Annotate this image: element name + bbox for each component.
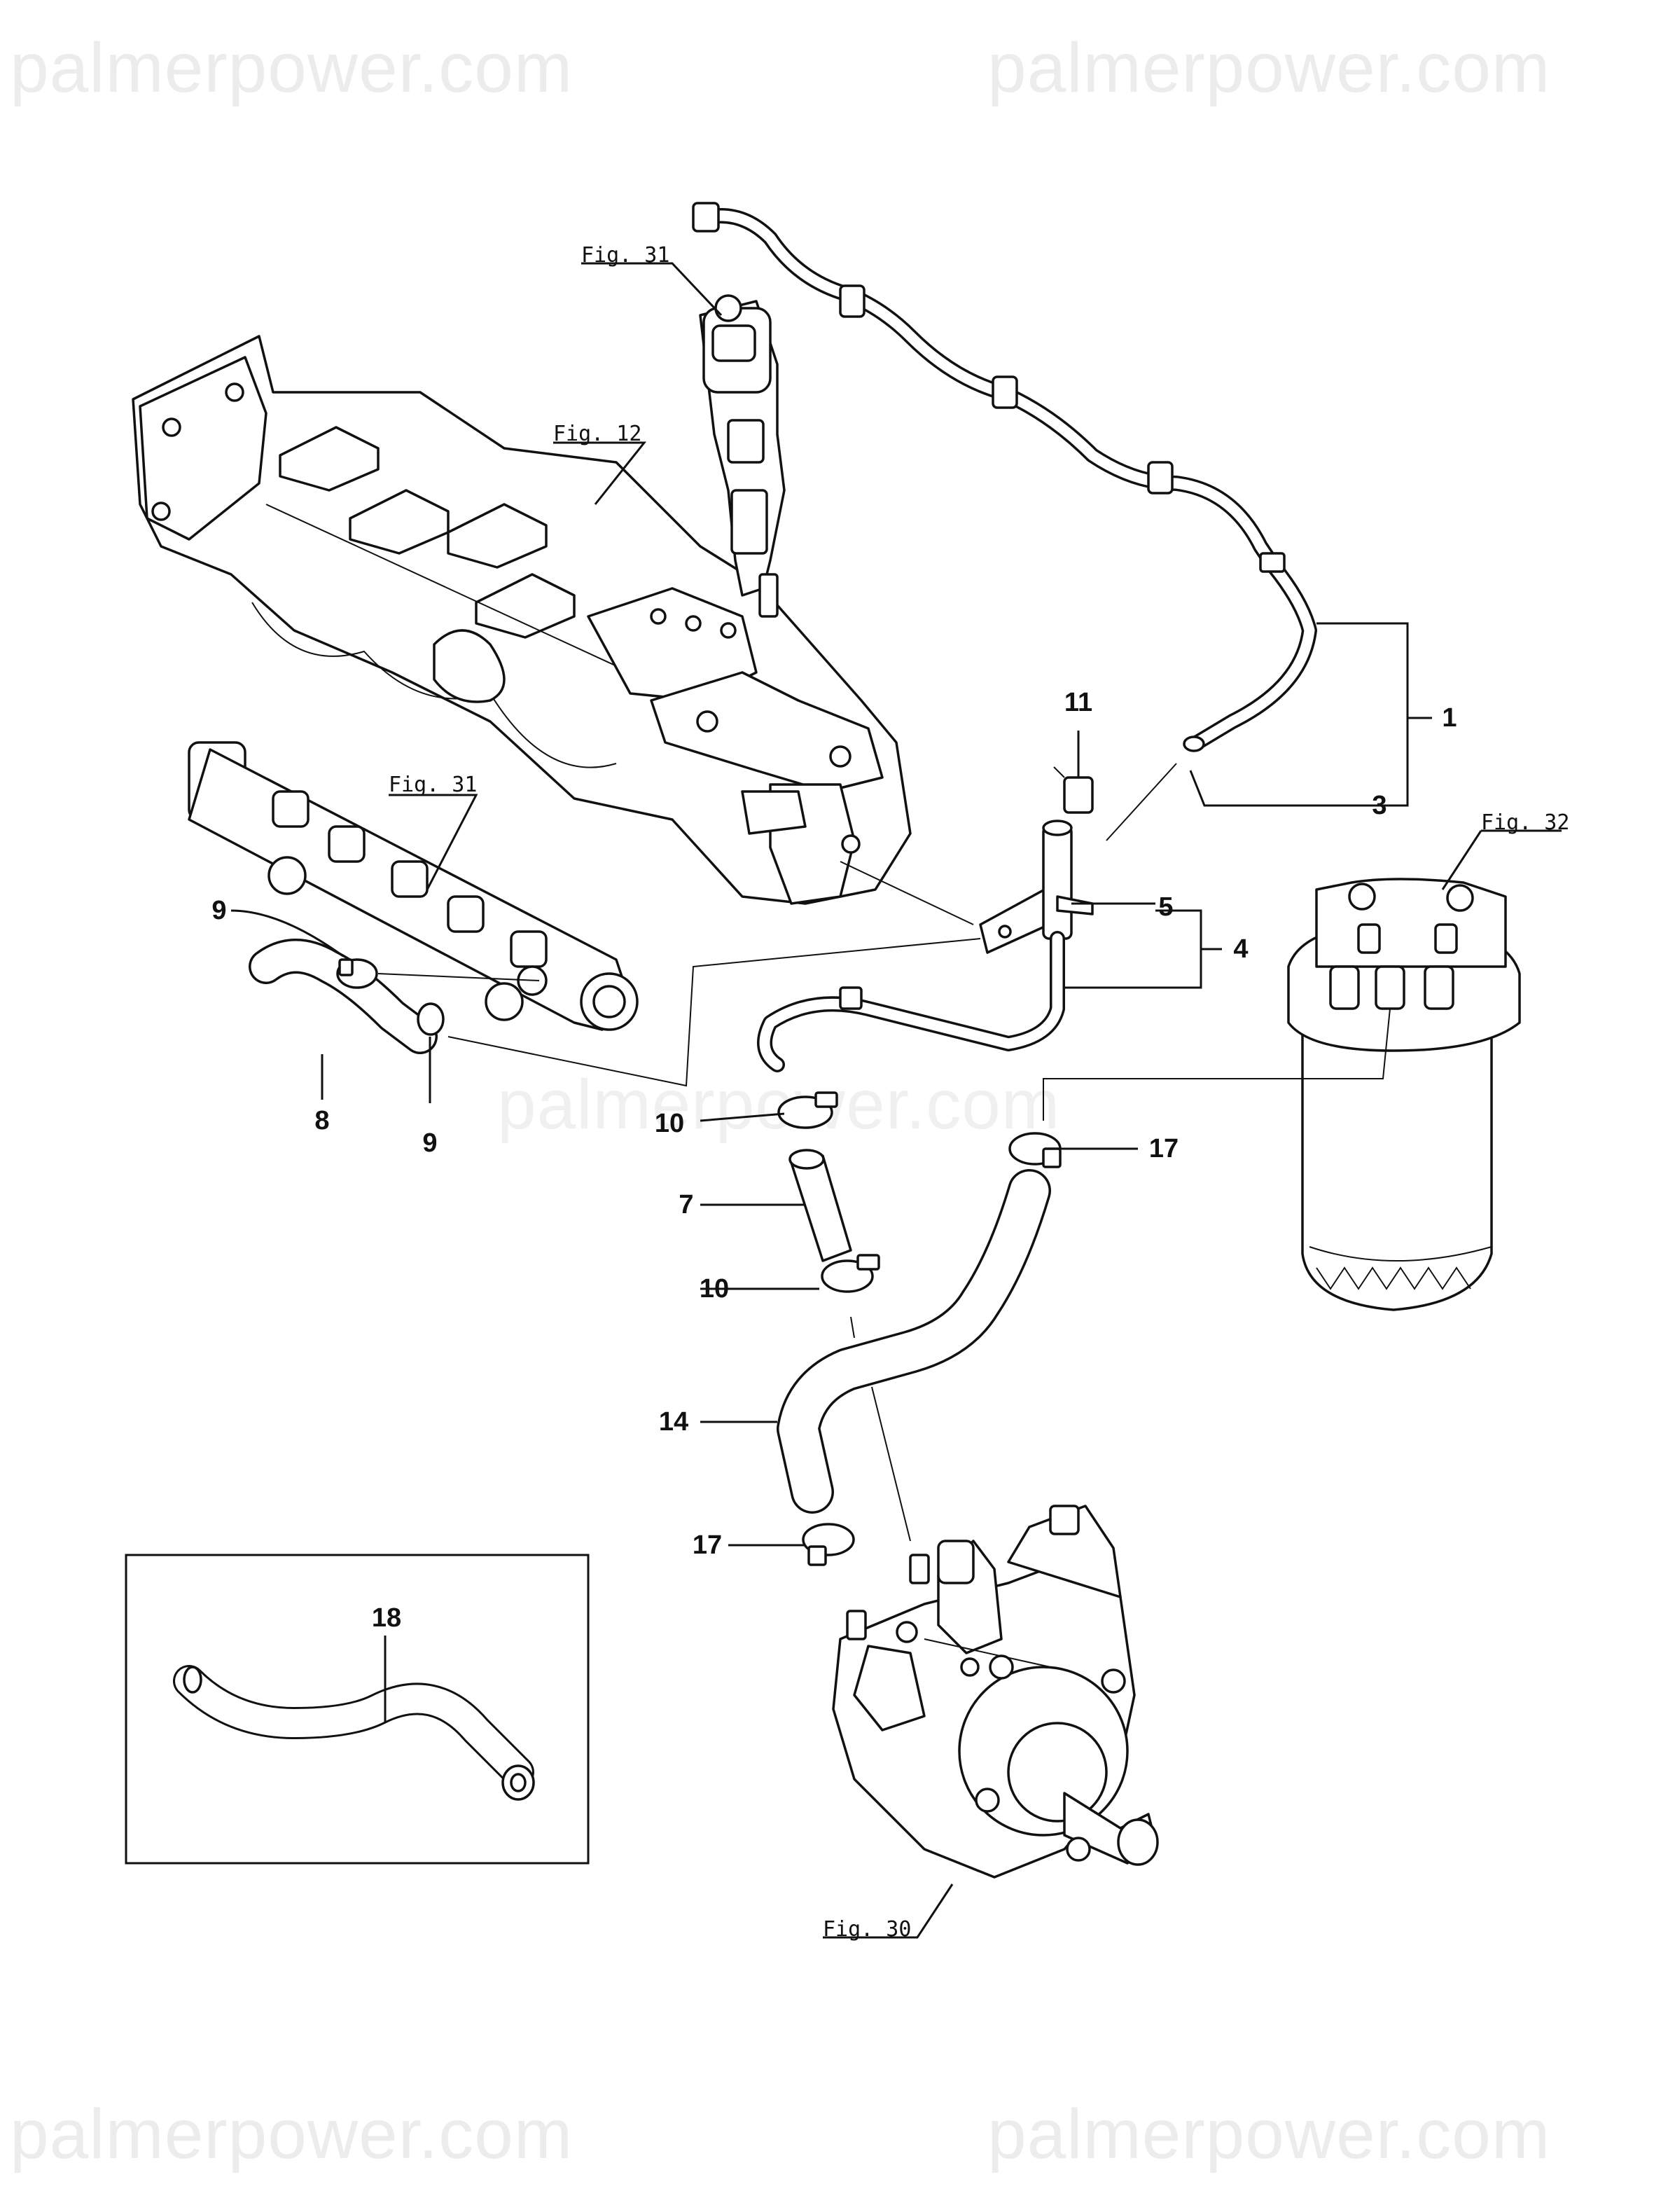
bracket-tube-assembly	[757, 763, 1177, 1072]
part-number-10-lower: 10	[699, 1274, 730, 1304]
part-number-17-upper: 17	[1148, 1134, 1179, 1163]
injector-drawing	[699, 294, 786, 618]
fuel-filter-drawing	[1043, 878, 1521, 1311]
watermark-top-left: palmerpower.com	[10, 29, 574, 107]
part-number-9-lower: 9	[422, 1128, 438, 1158]
part-number-14: 14	[658, 1407, 689, 1437]
leader-lines	[230, 262, 1562, 1939]
common-rail-drawing	[188, 741, 639, 1031]
watermark-middle: palmerpower.com	[497, 1065, 1061, 1144]
fig-ref-filter: Fig. 32	[1481, 810, 1570, 835]
fig-ref-pump: Fig. 30	[823, 1917, 912, 1942]
watermark-bottom-right: palmerpower.com	[987, 2095, 1551, 2173]
inset-hose-18	[125, 1554, 590, 1865]
manifold-drawing	[132, 335, 912, 905]
hose-7-and-clamps	[777, 1091, 880, 1339]
return-hose-8	[249, 938, 981, 1087]
part-number-9-upper: 9	[211, 896, 227, 925]
leak-off-line	[692, 202, 1317, 752]
watermark-top-right: palmerpower.com	[987, 29, 1551, 107]
part-number-1: 1	[1442, 703, 1457, 733]
part-number-11: 11	[1064, 688, 1093, 717]
supply-pump-drawing	[832, 1505, 1159, 1879]
part-number-8: 8	[314, 1106, 330, 1135]
part-number-18: 18	[371, 1603, 402, 1633]
part-number-17-lower: 17	[692, 1530, 723, 1560]
part-number-5: 5	[1158, 892, 1174, 922]
part-number-7: 7	[679, 1190, 694, 1219]
watermark-bottom-left: palmerpower.com	[10, 2095, 574, 2173]
fig-ref-manifold: Fig. 12	[553, 422, 642, 446]
part-number-10-upper: 10	[654, 1109, 685, 1138]
fig-ref-rail: Fig. 31	[389, 773, 478, 797]
fig-ref-injector: Fig. 31	[581, 243, 670, 268]
hose-14-and-clamps	[777, 1132, 1062, 1566]
part-number-4: 4	[1233, 934, 1249, 964]
part-number-3: 3	[1372, 791, 1387, 820]
